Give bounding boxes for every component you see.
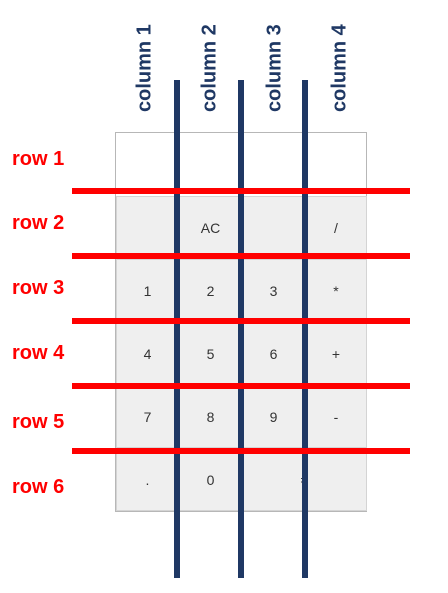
key-multiply[interactable]: * (305, 259, 367, 322)
key-7[interactable]: 7 (116, 385, 179, 448)
row-label-2: row 2 (12, 212, 65, 234)
key-3[interactable]: 3 (242, 259, 305, 322)
key-1[interactable]: 1 (116, 259, 179, 322)
row-label-4: row 4 (12, 342, 65, 364)
key-5[interactable]: 5 (179, 322, 242, 385)
key-0[interactable]: 0 (179, 448, 242, 511)
key-subtract[interactable]: - (305, 385, 367, 448)
row-line-3 (72, 318, 410, 324)
column-line-2 (238, 80, 244, 578)
row-label-1: row 1 (12, 148, 65, 170)
key-add[interactable]: + (305, 322, 367, 385)
column-line-1 (174, 80, 180, 578)
key-2[interactable]: 2 (179, 259, 242, 322)
key-clear[interactable]: AC (179, 196, 242, 259)
row-label-5: row 5 (12, 411, 65, 433)
key-divide[interactable]: / (305, 196, 367, 259)
key-4[interactable]: 4 (116, 322, 179, 385)
key-8[interactable]: 8 (179, 385, 242, 448)
row-line-4 (72, 383, 410, 389)
key-decimal[interactable]: . (116, 448, 179, 511)
column-label-2: column 2 (198, 24, 221, 112)
key-empty-1[interactable] (116, 196, 179, 259)
column-label-4: column 4 (328, 24, 351, 112)
key-empty-2[interactable] (242, 196, 305, 259)
row-line-5 (72, 448, 410, 454)
row-line-2 (72, 253, 410, 259)
row-line-1 (72, 188, 410, 194)
key-9[interactable]: 9 (242, 385, 305, 448)
key-6[interactable]: 6 (242, 322, 305, 385)
row-label-3: row 3 (12, 277, 65, 299)
column-label-3: column 3 (263, 24, 286, 112)
column-line-3 (302, 80, 308, 578)
column-label-1: column 1 (133, 24, 156, 112)
row-label-6: row 6 (12, 476, 65, 498)
